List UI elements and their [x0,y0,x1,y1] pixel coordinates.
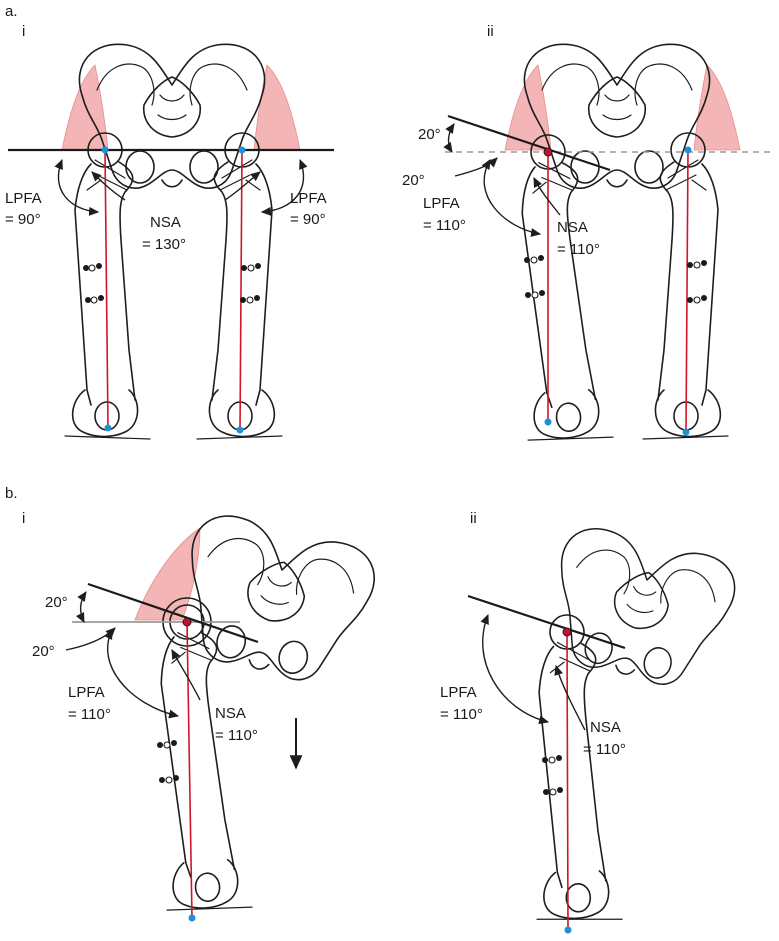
panel-b-label: b. [5,485,18,502]
fixation-pins-left [83,263,104,304]
a-i-lpfa-right-line2: = 90° [290,211,326,228]
mechanical-axis-right [239,149,243,431]
b-i-lpfa-line1: LPFA [68,684,105,701]
a-i-lpfa-right-line1: LPFA [290,190,327,207]
a-i-lpfa-left-line2: = 90° [5,211,41,228]
b-ii-nsa-line1: NSA [590,719,621,736]
panel-b-i-label: i [22,510,25,527]
knee-center-right [682,428,690,436]
a-ii-nsa-line1: NSA [557,219,588,236]
a-ii-angle-top: 20° [418,126,441,143]
b-i-angle-bottom: 20° [32,643,55,660]
abductor-muscle-right [693,64,741,151]
abductor-muscle-right [253,64,301,151]
a-i-nsa-line1: NSA [150,214,181,231]
knee-center-right [236,426,244,434]
b-ii-lpfa-line1: LPFA [440,684,477,701]
a-i-lpfa-left-line1: LPFA [5,190,42,207]
panel-a-ii-illustration [443,43,775,444]
knee-center [188,914,196,922]
knee-center-left [544,418,552,426]
b-i-nsa-line2: = 110° [215,727,258,744]
knee-center-left [104,424,112,432]
hip-center-left [101,146,109,154]
b-i-angle-top: 20° [45,594,68,611]
b-ii-nsa-line2: = 110° [583,741,626,758]
hip-center-left [543,147,553,157]
abductor-muscle-left [504,64,552,151]
b-i-nsa-line1: NSA [215,705,246,722]
hip-center [562,627,572,637]
panel-b-ii-label: ii [470,510,477,527]
tilted-neck-axis [447,114,611,172]
fixation-pins-right [687,260,707,304]
b-ii-lpfa-line2: = 110° [440,706,483,723]
hip-center [182,617,192,627]
panel-a-label: a. [5,3,18,20]
fixation-pins [157,740,179,784]
panel-a-i-label: i [22,23,25,40]
a-ii-lpfa-line1: LPFA [423,195,460,212]
tilted-neck-axis [467,594,626,650]
mechanical-axis [186,621,193,919]
b-i-lpfa-line2: = 110° [68,706,111,723]
hip-center-right [684,146,692,154]
fixation-pins-right [240,263,261,304]
mechanical-axis-left [104,149,109,429]
panel-b-i-illustration [65,507,383,922]
knee-center [564,926,572,934]
fixation-pins-left [524,255,545,299]
mechanical-axis-right [685,149,689,433]
mechanical-axis [566,631,569,931]
abductor-muscle [134,527,201,621]
panel-a-i-illustration [8,43,334,440]
fixation-pins [542,755,563,796]
a-ii-lpfa-line2: = 110° [423,217,466,234]
a-ii-nsa-line2: = 110° [557,241,600,258]
tilted-neck-axis [87,582,259,644]
panel-b-ii-illustration [467,520,743,934]
panel-a-ii-label: ii [487,23,494,40]
a-i-nsa-line2: = 130° [142,236,186,253]
a-ii-angle-bottom: 20° [402,172,425,189]
hip-center-right [238,146,246,154]
